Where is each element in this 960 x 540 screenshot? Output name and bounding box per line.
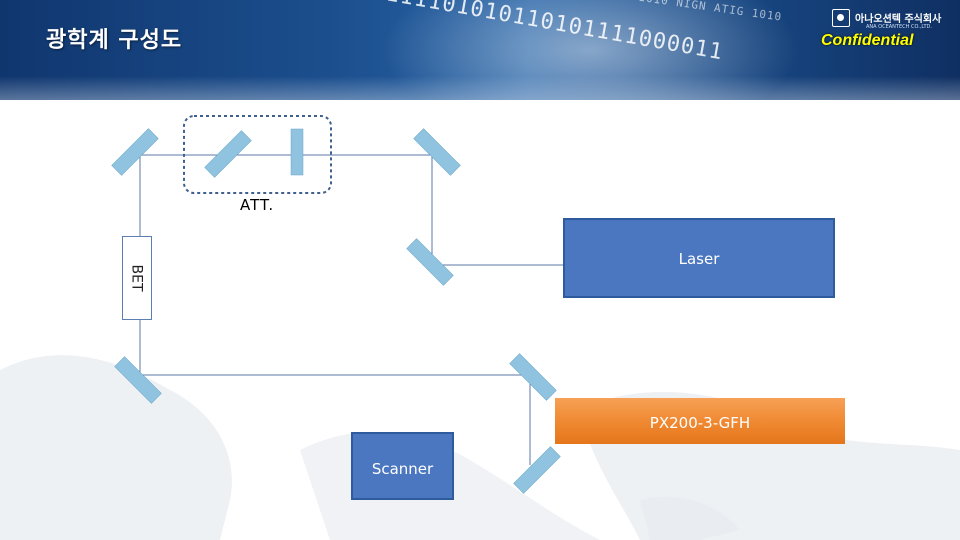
mirror	[204, 130, 252, 178]
mirror	[290, 128, 304, 176]
px-label: PX200-3-GFH	[649, 414, 751, 432]
scanner-label: Scanner	[371, 460, 434, 478]
att-label: ATT.	[240, 196, 275, 214]
page-title: 광학계 구성도	[46, 28, 183, 53]
att-group-box	[183, 115, 332, 194]
mirror	[413, 128, 461, 176]
mirror	[513, 446, 561, 494]
mirror	[114, 356, 162, 404]
banner-glow	[380, 0, 800, 100]
banner-fade	[0, 60, 960, 100]
mirror	[509, 353, 557, 401]
bet-box: BET	[122, 236, 152, 320]
company-tagline: ANA OCEANTECH CO.,LTD.	[866, 24, 932, 30]
scanner-box: Scanner	[351, 432, 454, 500]
mirror	[111, 128, 159, 176]
bet-label: BET	[128, 264, 145, 292]
company-logo-icon	[832, 9, 850, 27]
header-banner: 000000101111111101010110101111000011 010…	[0, 0, 960, 100]
company-name: 아나오션텍 주식회사	[855, 14, 942, 25]
laser-box: Laser	[563, 218, 835, 298]
mirror	[406, 238, 454, 286]
px-box: PX200-3-GFH	[555, 398, 845, 444]
beam-path	[139, 154, 563, 465]
confidential-label: Confidential	[821, 32, 914, 49]
laser-label: Laser	[678, 250, 720, 268]
